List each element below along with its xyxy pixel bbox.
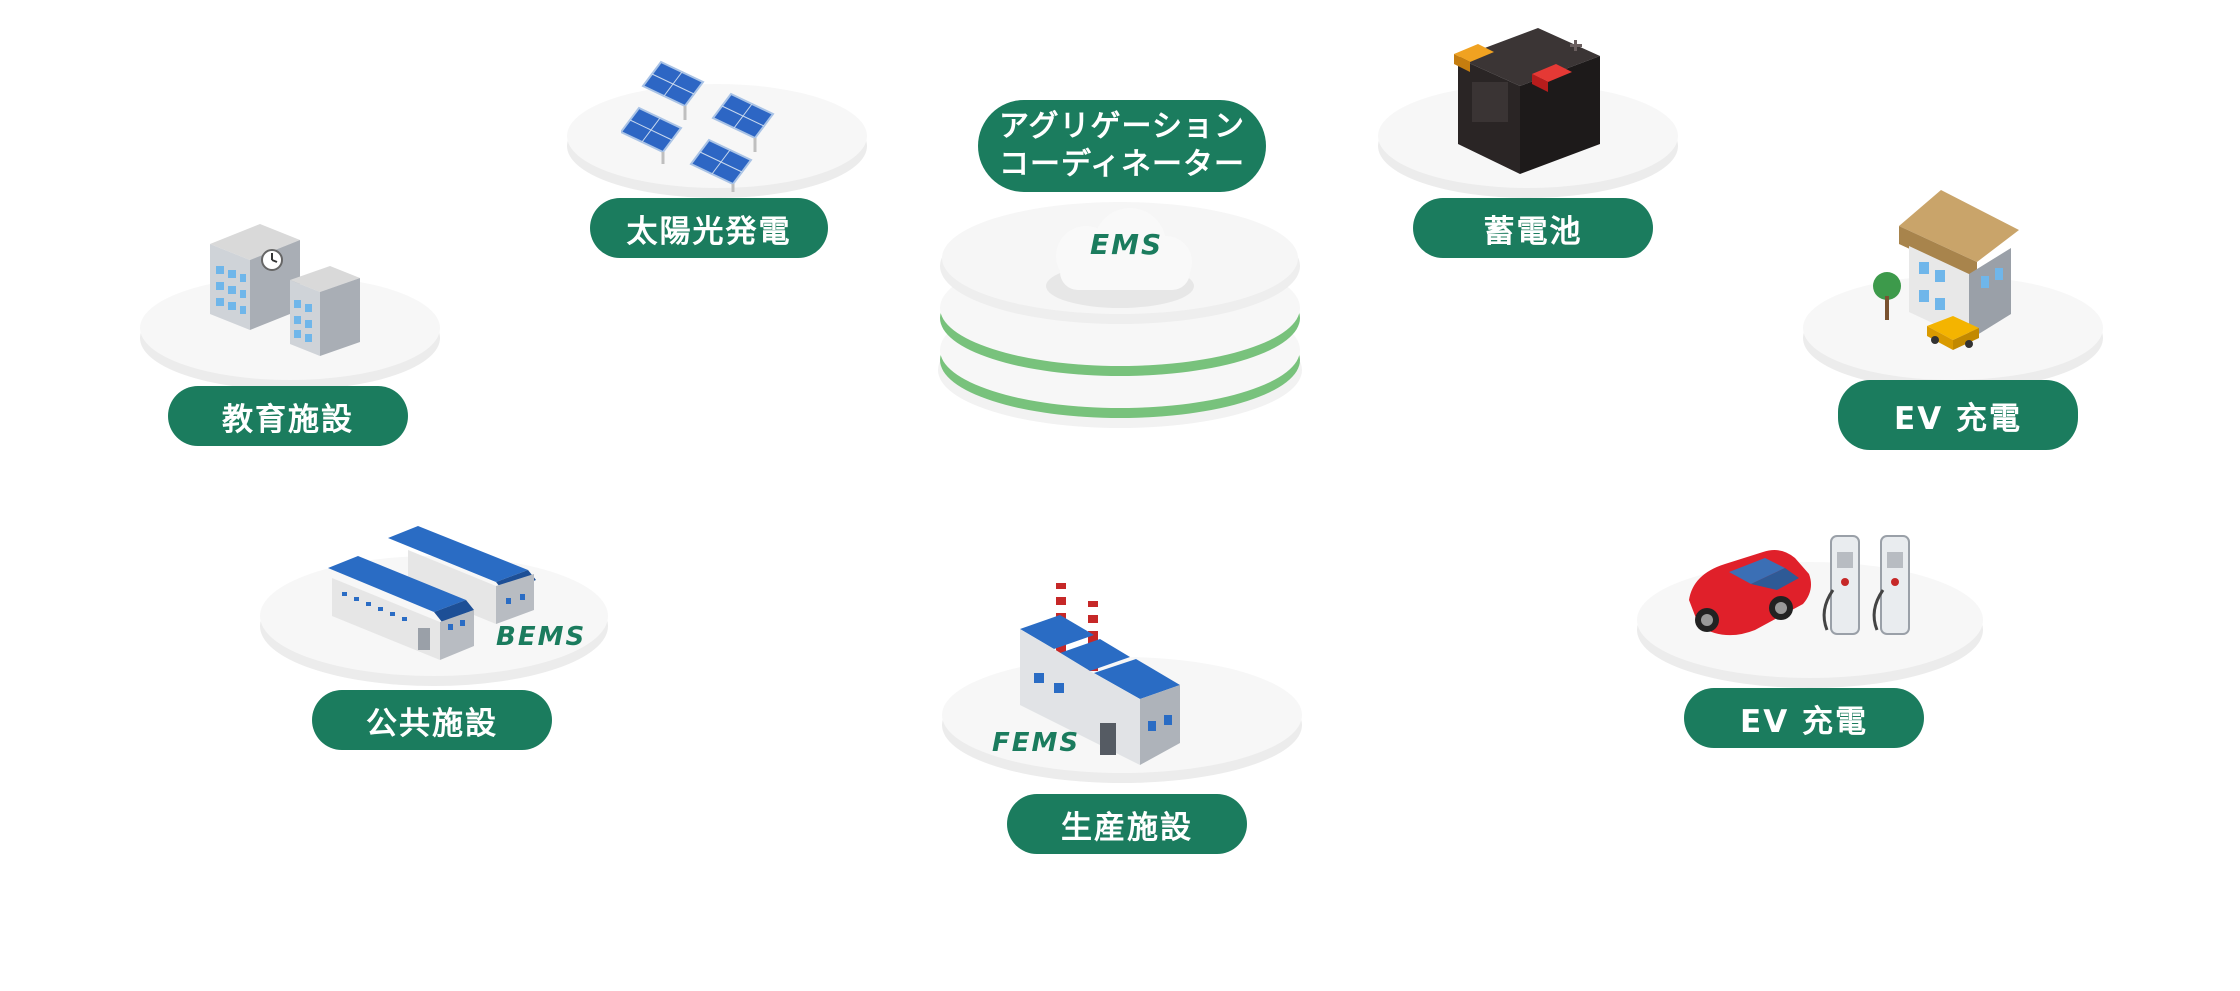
solar-label: 太陽光発電	[590, 198, 828, 258]
house-with-car-icon	[1873, 190, 2019, 350]
ev-charger-car-icon	[1689, 535, 1910, 636]
ev-home-label: EV 充電	[1838, 380, 2078, 450]
education-label: 教育施設	[168, 386, 408, 446]
fems-label: FEMS	[992, 728, 1081, 758]
warehouse-icon	[328, 526, 536, 660]
battery-icon	[1454, 28, 1600, 174]
production-node	[940, 575, 1304, 785]
battery-label: 蓄電池	[1413, 198, 1653, 258]
aggregation-title-line1: アグリゲーション	[999, 109, 1245, 144]
solar-panels-icon	[621, 60, 775, 192]
solar-node	[565, 50, 870, 210]
ev-home-node	[1803, 190, 2103, 390]
bems-label: BEMS	[496, 622, 587, 652]
aggregation-title-line2: コーディネーター	[999, 147, 1245, 182]
production-label: 生産施設	[1007, 794, 1247, 854]
ems-label: EMS	[1090, 228, 1164, 261]
public-node	[258, 520, 610, 690]
aggregation-coordinator-label: アグリゲーション コーディネーター	[978, 100, 1266, 192]
ems-stack-icon	[938, 202, 1302, 428]
ems-server-stack	[930, 200, 1310, 440]
ev-station-node	[1635, 530, 1985, 700]
education-node	[140, 220, 440, 390]
ev-station-label: EV 充電	[1684, 688, 1924, 748]
battery-node	[1378, 18, 1678, 198]
factory-icon	[1020, 583, 1180, 765]
public-label: 公共施設	[312, 690, 552, 750]
school-building-icon	[210, 224, 360, 356]
